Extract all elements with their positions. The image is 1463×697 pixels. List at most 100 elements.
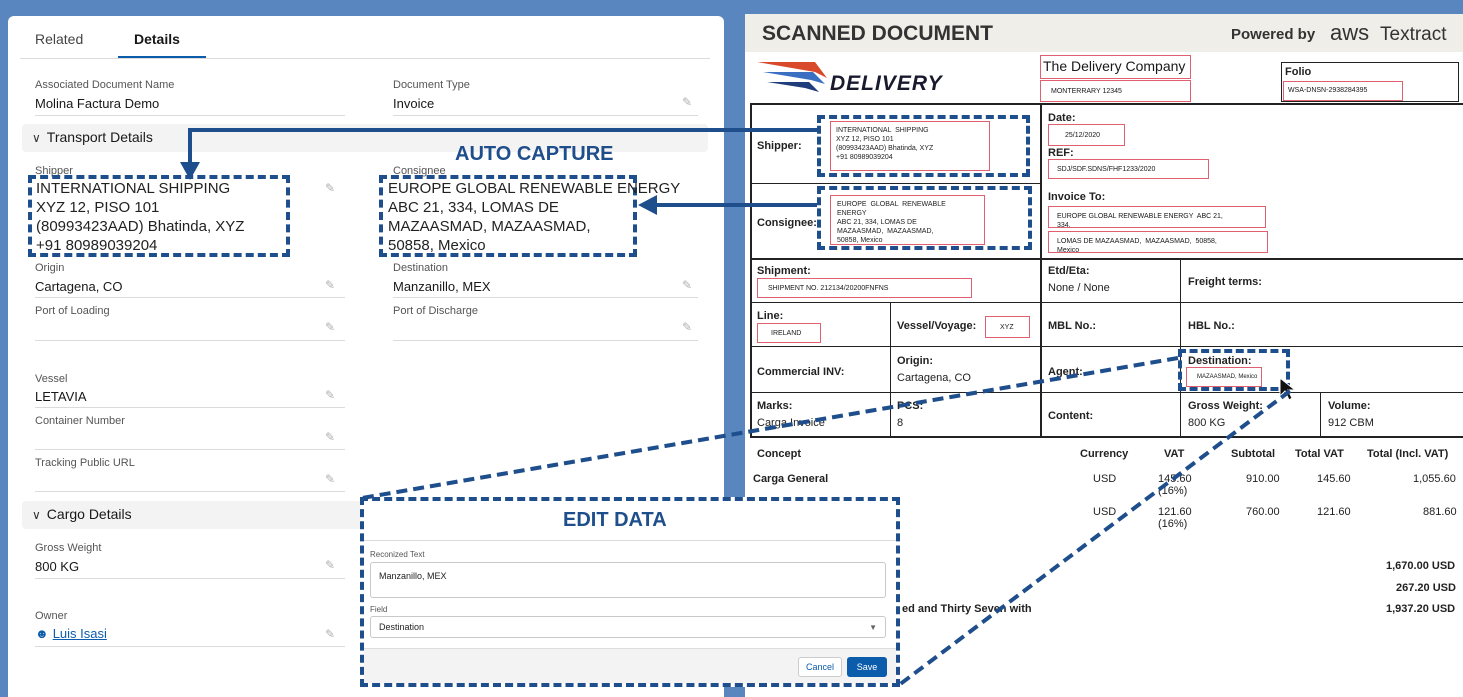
edit-pencil-icon[interactable]: ✎ [682, 278, 693, 292]
line-label: Line: [757, 310, 784, 322]
doc-shipper-text: INTERNATIONAL SHIPPING XYZ 12, PISO 101 … [830, 121, 990, 171]
doc-shipper-capture-box [817, 115, 1030, 177]
divider [364, 540, 896, 541]
row1-total-incl: 1,055.60 [1413, 473, 1456, 485]
ref-value: SDJ/SDF.SDNS/FHF1233/2020 [1048, 159, 1209, 179]
consignee-label: Consignee [393, 165, 446, 177]
container-number-label: Container Number [35, 415, 125, 427]
document-type-label: Document Type [393, 79, 470, 91]
col-total-incl: Total (Incl. VAT) [1367, 448, 1449, 460]
doc-rule [750, 392, 1463, 393]
associated-document-value: Molina Factura Demo [35, 96, 160, 111]
doc-shipper-label: Shipper: [757, 140, 802, 152]
doc-gross-weight-value: 800 KG [1188, 417, 1226, 429]
destination-label: Destination [393, 262, 449, 274]
doc-gross-weight-label: Gross Weight: [1188, 400, 1263, 412]
associated-document-label: Associated Document Name [35, 79, 175, 91]
divider [35, 115, 345, 116]
etd-label: Etd/Eta: [1048, 265, 1090, 277]
port-of-loading-label: Port of Loading [35, 305, 110, 317]
row2-currency: USD [1093, 506, 1117, 518]
edit-pencil-icon[interactable]: ✎ [325, 388, 336, 402]
marks-value: Carga Invoice [757, 417, 825, 429]
recognized-text-input[interactable]: Manzanillo, MEX [370, 562, 886, 598]
hbl-label: HBL No.: [1188, 320, 1235, 332]
edit-pencil-icon[interactable]: ✎ [682, 95, 693, 109]
edit-pencil-icon[interactable]: ✎ [325, 472, 336, 486]
divider [20, 58, 710, 59]
owner-link[interactable]: ☻Luis Isasi [35, 626, 107, 641]
folio-box [1281, 62, 1459, 102]
save-button[interactable]: Save [847, 657, 887, 677]
doc-origin-label: Origin: [897, 355, 934, 367]
mbl-label: MBL No.: [1048, 320, 1097, 332]
field-select[interactable]: Destination▼ [370, 616, 886, 638]
col-subtotal: Subtotal [1231, 448, 1275, 460]
shipper-label: Shipper [35, 165, 73, 177]
owner-name: Luis Isasi [52, 626, 107, 641]
tab-related[interactable]: Related [35, 31, 84, 47]
mouse-cursor-icon [1279, 376, 1297, 401]
powered-by-label: Powered by [1231, 26, 1316, 43]
sum-total: 1,937.20 USD [1386, 603, 1456, 615]
consignee-capture-box [379, 175, 637, 257]
volume-value: 912 CBM [1328, 417, 1374, 429]
doc-rule [750, 258, 1463, 260]
row1-total-vat: 145.60 [1317, 473, 1351, 485]
divider [35, 646, 345, 647]
change-owner-icon[interactable]: ✎ [325, 627, 336, 641]
doc-rule [750, 346, 1463, 347]
doc-consignee-text: EUROPE GLOBAL RENEWABLE ENERGY ABC 21, 3… [830, 195, 985, 245]
doc-rule [890, 302, 891, 436]
divider [393, 115, 698, 116]
divider [35, 297, 345, 298]
company-name: The Delivery Company [1040, 55, 1191, 79]
edit-pencil-icon[interactable]: ✎ [325, 320, 336, 334]
consignee-value: EUROPE GLOBAL RENEWABLE ENERGY ABC 21, 3… [388, 180, 681, 254]
pcs-label: PCS: [897, 400, 924, 412]
divider [35, 449, 345, 450]
edit-pencil-icon[interactable]: ✎ [682, 320, 693, 334]
ref-label: REF: [1048, 147, 1074, 159]
doc-rule [750, 436, 1463, 438]
edit-pencil-icon[interactable]: ✎ [325, 181, 336, 195]
doc-origin-value: Cartagena, CO [897, 372, 971, 384]
doc-rule [750, 183, 1040, 184]
doc-rule [750, 103, 752, 438]
divider [393, 297, 698, 298]
doc-destination-capture-box [1178, 349, 1290, 391]
recognized-text-value: Manzanillo, MEX [379, 571, 447, 581]
shipment-value: SHIPMENT NO. 212134/20200FNFNS [757, 278, 972, 298]
doc-rule [1040, 103, 1042, 438]
vessel-voyage-value: XYZ [985, 316, 1030, 338]
edit-pencil-icon[interactable]: ✎ [325, 558, 336, 572]
divider [35, 578, 345, 579]
cancel-button[interactable]: Cancel [798, 657, 842, 677]
divider [393, 340, 698, 341]
invoice-to-label: Invoice To: [1048, 191, 1106, 203]
field-select-value: Destination [379, 622, 425, 632]
edit-pencil-icon[interactable]: ✎ [325, 278, 336, 292]
chevron-down-icon: ∨ [32, 131, 41, 145]
row1-currency: USD [1093, 473, 1117, 485]
vessel-voyage-label: Vessel/Voyage: [897, 320, 977, 332]
gross-weight-label: Gross Weight [35, 542, 102, 554]
doc-destination-label: Destination: [1188, 355, 1252, 367]
delivery-logo-text: DELIVERY [830, 72, 943, 95]
edit-pencil-icon[interactable]: ✎ [325, 430, 336, 444]
sum-subtotal: 1,670.00 USD [1386, 560, 1456, 572]
content-label: Content: [1048, 410, 1094, 422]
tab-details[interactable]: Details [134, 31, 180, 47]
line-value: IRELAND [757, 323, 821, 343]
date-label: Date: [1048, 112, 1076, 124]
cargo-details-section[interactable]: ∨Cargo Details [22, 501, 362, 529]
shipment-label: Shipment: [757, 265, 811, 277]
auto-capture-annotation: AUTO CAPTURE [455, 143, 614, 165]
date-value: 25/12/2020 [1048, 124, 1125, 146]
agent-label: Agent: [1048, 366, 1083, 378]
vessel-value: LETAVIA [35, 389, 87, 404]
pcs-value: 8 [897, 417, 904, 429]
invoice-to-line1: EUROPE GLOBAL RENEWABLE ENERGY ABC 21, 3… [1048, 206, 1266, 228]
volume-label: Volume: [1328, 400, 1371, 412]
doc-consignee-label: Consignee: [757, 217, 817, 229]
